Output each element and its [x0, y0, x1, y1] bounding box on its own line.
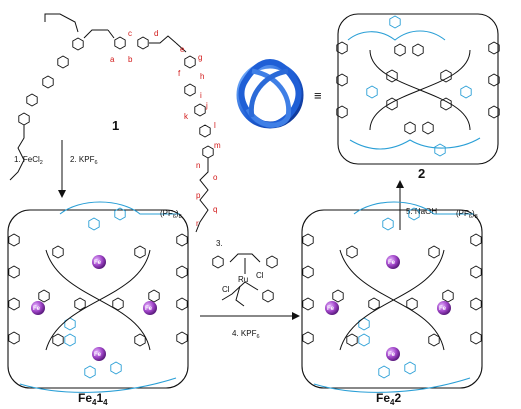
- iron-atom-right: [143, 301, 157, 315]
- svg-text:Fe: Fe: [94, 352, 102, 358]
- label-r: r: [196, 219, 199, 228]
- label-l: l: [214, 121, 216, 130]
- ligand-1-structure: [9, 13, 214, 233]
- iron-atom-left: [325, 301, 339, 315]
- catalyst-metal-ru: Ru: [238, 275, 248, 284]
- iron-atom-bottom: [386, 347, 400, 361]
- compound-label-2: 2: [418, 166, 425, 181]
- arrow-step-1-2: [58, 140, 66, 198]
- svg-text:4. KPF6: 4. KPF6: [232, 329, 260, 340]
- label-i: i: [200, 91, 202, 100]
- step-3-label: 3.: [216, 239, 223, 248]
- label-c: c: [128, 29, 132, 38]
- grubbs-catalyst-structure: [212, 253, 278, 307]
- svg-text:Fe: Fe: [439, 306, 447, 312]
- arrow-step-3-4: [200, 312, 300, 320]
- complex-fe4-2: [301, 201, 483, 393]
- structure-2: [336, 13, 500, 165]
- compound-label-fe4-2: Fe42: [376, 391, 401, 407]
- compound-label-1: 1: [112, 118, 119, 133]
- svg-text:Fe: Fe: [388, 352, 396, 358]
- arrow-step-5: [396, 180, 404, 230]
- compound-label-fe4-1-4: Fe414: [78, 391, 108, 407]
- step-1-label: 1. FeCl: [14, 155, 40, 164]
- counterion-right: (PF6)8: [456, 209, 478, 220]
- counterion-left: (PF6)8: [160, 209, 182, 220]
- complex-fe4-1-4: [7, 201, 189, 393]
- label-o: o: [213, 173, 218, 182]
- label-d: d: [154, 29, 158, 38]
- label-a: a: [110, 55, 115, 64]
- step-5-label: 5. NaOH: [406, 207, 437, 216]
- step-2-label: 2. KPF: [70, 155, 95, 164]
- catalyst-cl-left: Cl: [222, 285, 230, 294]
- svg-text:Fe: Fe: [33, 306, 41, 312]
- iron-atom-right: [437, 301, 451, 315]
- ligand-position-labels: a b c d e f g h i j k l m n o p q r: [110, 29, 221, 228]
- iron-atom-top: [386, 255, 400, 269]
- catalyst-cl-top: Cl: [256, 271, 264, 280]
- label-m: m: [214, 141, 221, 150]
- iron-atom-left: [31, 301, 45, 315]
- svg-text:Fe: Fe: [388, 260, 396, 266]
- label-e: e: [180, 45, 185, 54]
- svg-text:Fe: Fe: [94, 260, 102, 266]
- equivalence-symbol: ≡: [314, 88, 322, 103]
- label-j: j: [205, 101, 208, 110]
- label-g: g: [198, 53, 202, 62]
- iron-atom-bottom: [92, 347, 106, 361]
- label-n: n: [196, 161, 200, 170]
- label-h: h: [200, 72, 204, 81]
- label-q: q: [213, 205, 217, 214]
- label-k: k: [184, 112, 189, 121]
- svg-text:1. FeCl2: 1. FeCl2: [14, 155, 43, 166]
- svg-text:Fe: Fe: [327, 306, 335, 312]
- label-b: b: [128, 55, 133, 64]
- svg-text:Fe: Fe: [145, 306, 153, 312]
- step-4-label: 4. KPF: [232, 329, 257, 338]
- label-f: f: [178, 69, 181, 78]
- iron-atom-top: [92, 255, 106, 269]
- svg-text:2. KPF6: 2. KPF6: [70, 155, 98, 166]
- label-p: p: [196, 191, 201, 200]
- knot-icon: [236, 59, 304, 129]
